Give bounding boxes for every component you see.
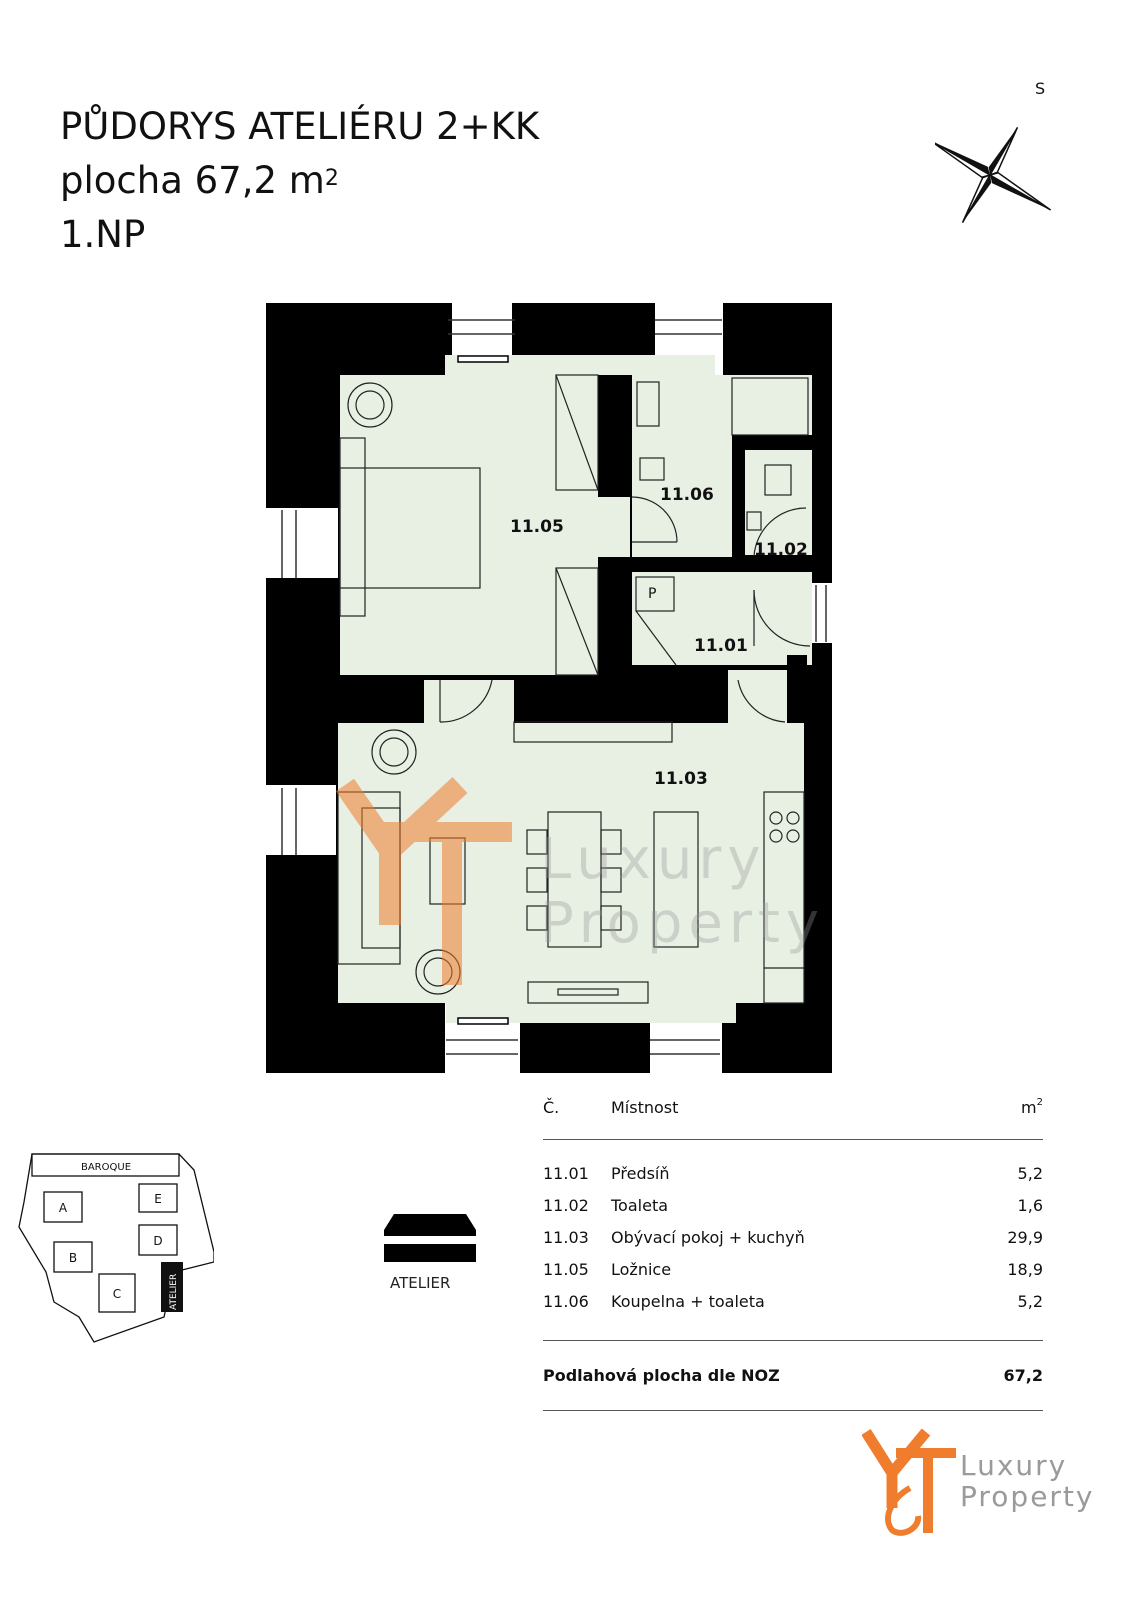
divider (543, 1139, 1043, 1140)
table-total-row: Podlahová plocha dle NOZ 67,2 (543, 1366, 1043, 1385)
table-row: 11.01 Předsíň 5,2 (543, 1164, 1043, 1183)
column-header-room: Místnost (611, 1098, 679, 1117)
room-label: 11.06 (660, 485, 714, 505)
room-11-06-floor (632, 375, 732, 557)
svg-text:E: E (154, 1192, 162, 1206)
compass-rose: S (935, 80, 1052, 224)
table-row: 11.02 Toaleta 1,6 (543, 1196, 1043, 1215)
atelier-building-icon (384, 1214, 476, 1262)
room-table: Č. Místnost m2 11.01 Předsíň 5,2 11.02 T… (543, 1096, 1043, 1411)
table-row: 11.05 Ložnice 18,9 (543, 1260, 1043, 1279)
title-line-2: plocha 67,2 m2 (60, 159, 339, 202)
room-label: 11.05 (510, 517, 564, 537)
room-label: 11.01 (694, 636, 748, 656)
room-11-02-floor (745, 450, 812, 555)
column-header-unit: m2 (1021, 1096, 1043, 1117)
room-label: 11.02 (754, 540, 808, 560)
svg-text:A: A (59, 1201, 68, 1215)
title-line-3: 1.NP (60, 213, 146, 256)
site-plan-highlight (161, 1262, 183, 1312)
column-header-number: Č. (543, 1098, 560, 1117)
table-row: 11.03 Obývací pokoj + kuchyň 29,9 (543, 1228, 1043, 1247)
room-11-05-floor (340, 375, 630, 675)
page-title: PŮDORYS ATELIÉRU 2+KK plocha 67,2 m2 1.N… (60, 100, 539, 262)
svg-text:B: B (69, 1251, 77, 1265)
svg-text:ATELIER: ATELIER (169, 1274, 179, 1310)
brand-logo (862, 1428, 956, 1536)
floor-plan: 11.05 11.06 11.02 11.01 11.03 P (266, 303, 832, 1073)
room-11-03-floor (338, 670, 804, 1003)
title-line-1: PŮDORYS ATELIÉRU 2+KK (60, 105, 540, 148)
svg-text:D: D (153, 1234, 162, 1248)
divider (543, 1410, 1043, 1411)
site-plan: BAROQUE A E B D C ATELIER (18, 1153, 214, 1343)
room-label: 11.03 (654, 769, 708, 789)
table-header: Č. Místnost m2 (543, 1096, 1043, 1128)
atelier-label: ATELIER (390, 1274, 451, 1292)
svg-text:C: C (113, 1287, 121, 1301)
watermark-logo (335, 776, 512, 985)
p-label: P (648, 586, 656, 602)
divider (543, 1340, 1043, 1341)
brand-logo-text: Luxury Property (960, 1449, 1095, 1513)
room-11-01-floor (632, 572, 812, 665)
table-row: 11.06 Koupelna + toaleta 5,2 (543, 1292, 1043, 1311)
svg-text:BAROQUE: BAROQUE (81, 1162, 131, 1173)
compass-label: S (1035, 80, 1045, 98)
